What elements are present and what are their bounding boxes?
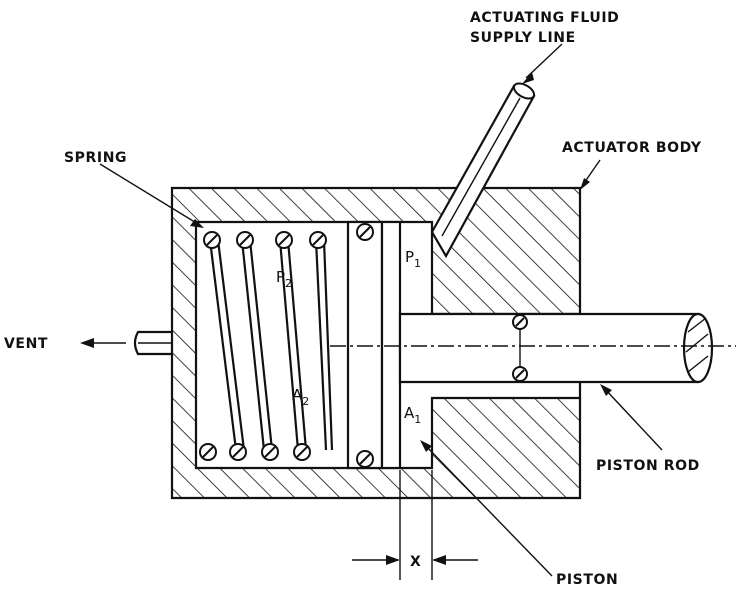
symbol-p1-sub: 1 [414, 257, 421, 270]
piston-rod [398, 312, 714, 384]
symbol-a2-base: A [292, 386, 303, 404]
label-piston-rod: PISTON ROD [596, 458, 700, 474]
symbol-a2-sub: 2 [302, 395, 309, 408]
leader-lines [80, 43, 663, 577]
symbol-a1: A1 [404, 404, 421, 426]
symbol-p2: P2 [276, 268, 292, 290]
symbol-p1-base: P [405, 248, 414, 266]
label-displacement-x: X [410, 554, 421, 570]
symbol-a2: A2 [292, 386, 309, 408]
symbol-p2-base: P [276, 268, 285, 286]
symbol-p2-sub: 2 [285, 277, 292, 290]
label-supply-line-1: ACTUATING FLUID [470, 10, 619, 26]
piston [346, 220, 402, 470]
spring-coil-sections [199, 231, 327, 461]
vent-port [133, 330, 172, 356]
spring [199, 231, 334, 461]
supply-line-tube [430, 82, 536, 259]
symbol-p1: P1 [405, 248, 421, 270]
actuator-body [170, 186, 582, 500]
label-supply-line-2: SUPPLY LINE [470, 30, 576, 46]
label-spring: SPRING [64, 150, 127, 166]
label-vent: VENT [4, 336, 48, 352]
label-actuator-body: ACTUATOR BODY [562, 140, 702, 156]
label-piston: PISTON [556, 572, 618, 588]
symbol-a1-base: A [404, 404, 415, 422]
displacement-dimension [352, 470, 478, 580]
symbol-a1-sub: 1 [414, 413, 421, 426]
